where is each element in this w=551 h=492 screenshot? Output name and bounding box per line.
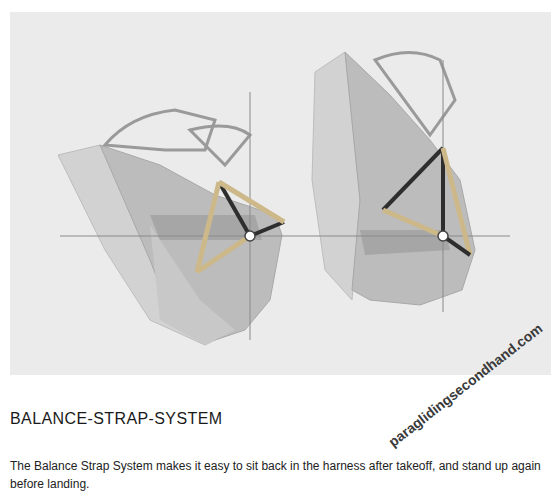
section-heading: BALANCE-STRAP-SYSTEM — [10, 410, 222, 428]
strap-tan — [219, 182, 284, 222]
strap-dark — [383, 148, 443, 210]
axis-line — [60, 236, 300, 237]
description-text: The Balance Strap System makes it easy t… — [10, 457, 544, 492]
shoulder-straps — [105, 110, 215, 150]
pivot-point — [438, 231, 448, 241]
axis-line — [443, 60, 444, 312]
strap-tan — [383, 210, 443, 236]
strap-tan — [197, 236, 250, 272]
panel-background — [10, 12, 551, 375]
axis-line — [250, 92, 251, 340]
harness-seated — [58, 92, 300, 345]
axis-line — [300, 236, 510, 237]
harness-body — [345, 52, 475, 305]
pivot-point — [245, 231, 255, 241]
harness-upright — [300, 52, 510, 312]
chest-strap — [190, 126, 250, 165]
side-panel — [150, 225, 235, 345]
